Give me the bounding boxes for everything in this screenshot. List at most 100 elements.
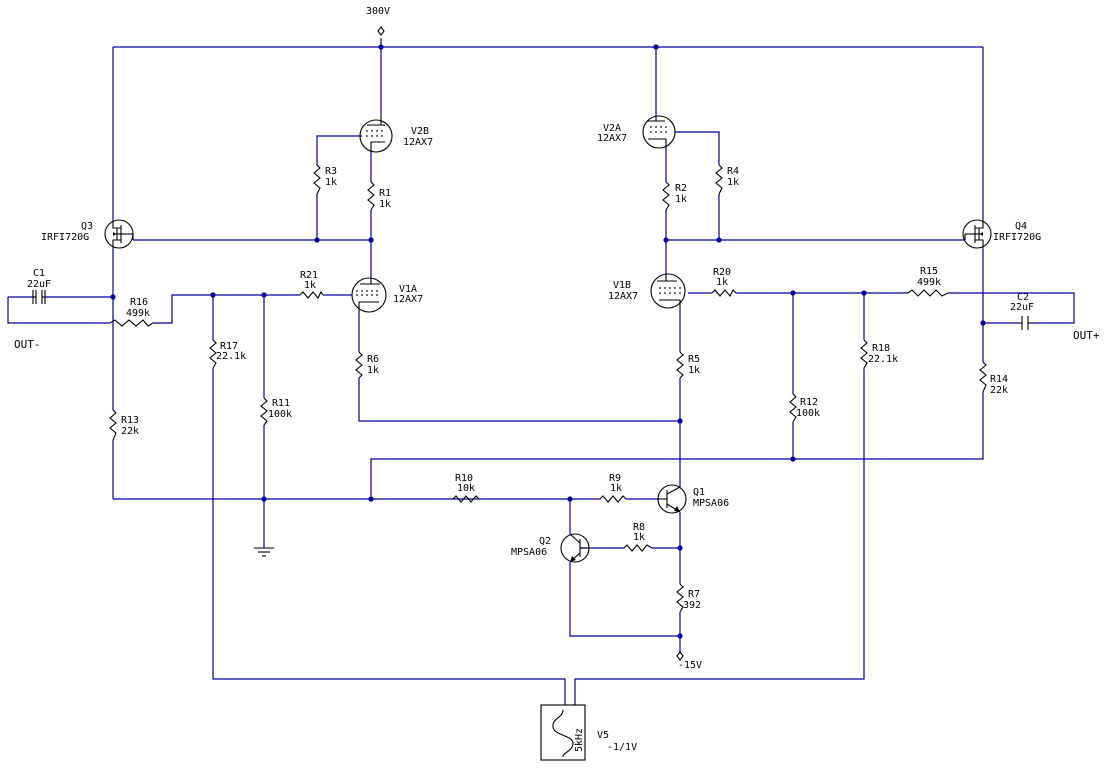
junction-dot [314, 237, 320, 243]
junction-dot [378, 44, 384, 50]
tube-v2b[interactable] [359, 116, 393, 153]
bjt-q1-ref: Q1 [693, 487, 705, 498]
junction-dot [980, 320, 986, 326]
junction-dot [261, 496, 267, 502]
tube-v2b-ref: V2B [411, 126, 429, 137]
mosfet-q3-type: IRFI720G [41, 232, 89, 243]
resistor-r7[interactable] [676, 583, 684, 613]
resistor-r14[interactable] [979, 361, 987, 393]
bjt-q2-type: MPSA06 [511, 547, 547, 558]
resistor-r9-value: 1k [610, 483, 622, 494]
out-minus-label: OUT- [14, 338, 41, 351]
resistor-r1-ref: R1 [379, 188, 391, 199]
resistor-r15-ref: R15 [920, 266, 938, 277]
resistor-r10-ref: R10 [455, 473, 473, 484]
resistor-r18-value: 22.1k [868, 354, 898, 365]
resistor-r11-value: 100k [268, 409, 292, 420]
junction-dot [663, 237, 669, 243]
capacitor-c1[interactable] [32, 290, 46, 304]
resistor-r16[interactable] [109, 319, 154, 327]
resistor-r4[interactable] [715, 164, 723, 195]
resistor-r17-value: 22.1k [216, 351, 246, 362]
junction-dot [677, 545, 683, 551]
resistor-r1-value: 1k [379, 199, 391, 210]
resistor-r3-value: 1k [325, 177, 337, 188]
tube-v1a[interactable] [351, 277, 387, 313]
resistor-r15[interactable] [907, 289, 949, 297]
tube-v2a-ref: V2A [603, 123, 621, 134]
capacitor-c1-value: 22uF [27, 279, 51, 290]
tube-v1b-ref: V1B [613, 280, 631, 291]
junction-dot [653, 44, 659, 50]
tube-v2a[interactable] [642, 115, 676, 149]
resistor-r17-ref: R17 [220, 341, 238, 352]
resistor-r21[interactable] [299, 290, 324, 299]
capacitor-c2[interactable] [1018, 316, 1032, 330]
capacitor-c2-ref: C2 [1017, 292, 1029, 303]
resistor-r13[interactable] [109, 409, 117, 441]
resistor-r7-ref: R7 [688, 589, 700, 600]
tube-v1b[interactable] [650, 273, 686, 309]
signal-source-v5[interactable]: 5kHz [540, 704, 586, 761]
resistor-r12-value: 100k [796, 408, 820, 419]
resistor-r4-ref: R4 [727, 166, 739, 177]
resistor-r5[interactable] [676, 351, 684, 379]
wires [7, 38, 1075, 705]
junction-dot [368, 237, 374, 243]
bjt-q2-ref: Q2 [539, 536, 551, 547]
resistor-r5-value: 1k [688, 365, 700, 376]
resistor-r12[interactable] [789, 393, 797, 423]
supply-neg15v-label: -15V [678, 660, 702, 671]
resistor-r8-ref: R8 [633, 522, 645, 533]
resistor-r16-value: 499k [126, 308, 150, 319]
resistor-r3-ref: R3 [325, 166, 337, 177]
signal-source-v5-value: -1/1V [607, 742, 637, 753]
resistor-r20[interactable] [711, 289, 737, 297]
resistor-r6-ref: R6 [367, 354, 379, 365]
resistor-r5-ref: R5 [688, 354, 700, 365]
mosfet-q4-ref: Q4 [1015, 221, 1027, 232]
supply-neg15v-terminal: -15V [676, 651, 702, 671]
resistor-r15-value: 499k [917, 277, 941, 288]
mosfet-q4[interactable] [962, 219, 992, 249]
resistor-r3[interactable] [313, 164, 321, 195]
resistor-r18[interactable] [860, 339, 868, 369]
out-plus-label: OUT+ [1073, 329, 1100, 342]
junction-dot [110, 294, 116, 300]
ground-symbol [254, 547, 274, 557]
mosfet-q3-ref: Q3 [81, 221, 93, 232]
resistor-r1[interactable] [367, 181, 375, 211]
resistor-r17[interactable] [209, 339, 217, 369]
junction-dot [716, 237, 722, 243]
resistor-r8[interactable] [623, 544, 653, 552]
resistor-r4-value: 1k [727, 177, 739, 188]
tube-v2b-type: 12AX7 [403, 137, 433, 148]
junction-dot [368, 496, 374, 502]
resistor-r12-ref: R12 [800, 397, 818, 408]
resistor-r21-value: 1k [304, 280, 316, 291]
resistor-r6[interactable] [355, 351, 363, 379]
bjt-q1[interactable] [657, 484, 687, 514]
junction-dot [567, 496, 573, 502]
resistor-r10[interactable] [452, 495, 480, 503]
junction-dot [677, 418, 683, 424]
resistor-r9[interactable] [599, 495, 627, 503]
resistor-r7-value: 392 [683, 600, 701, 611]
tube-v1b-type: 12AX7 [608, 291, 638, 302]
resistor-r16-ref: R16 [130, 297, 148, 308]
supply-300v-label: 300V [366, 6, 390, 17]
resistor-r2-ref: R2 [675, 183, 687, 194]
bjt-q2[interactable] [560, 533, 590, 563]
mosfet-q3[interactable] [104, 219, 134, 249]
bjt-q1-type: MPSA06 [693, 498, 729, 509]
junction-dot [261, 292, 267, 298]
resistor-r11[interactable] [260, 397, 268, 426]
resistor-r2[interactable] [662, 181, 670, 211]
tube-v1a-ref: V1A [399, 284, 417, 295]
signal-source-v5-ref: V5 [597, 730, 609, 741]
resistor-r20-ref: R20 [713, 267, 731, 278]
resistor-r13-ref: R13 [121, 415, 139, 426]
resistor-r2-value: 1k [675, 194, 687, 205]
resistor-r8-value: 1k [633, 532, 645, 543]
